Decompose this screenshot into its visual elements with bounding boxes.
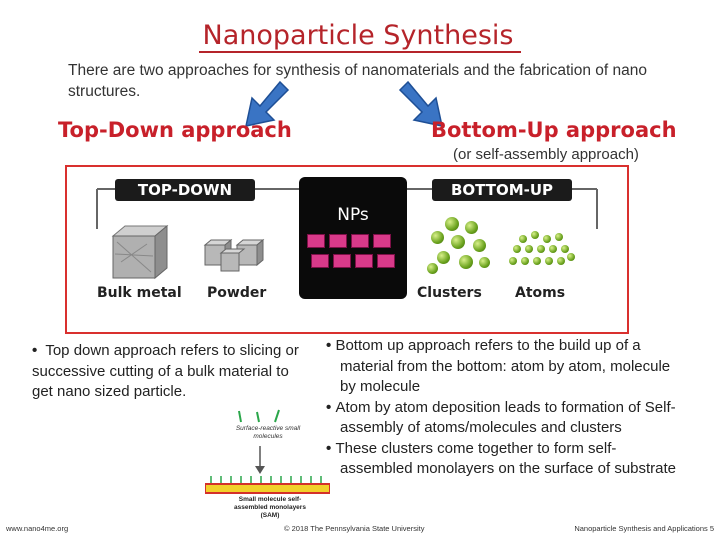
sam-inset: Surface-reactive small molecules Small m… (205, 408, 330, 520)
synthesis-figure: TOP-DOWN BOTTOM-UP NPs (65, 165, 629, 334)
bullet-text: Top down approach refers to slicing or s… (32, 342, 299, 400)
nps-label: NPs (337, 205, 369, 225)
page-title: Nanoparticle Synthesis (0, 20, 720, 53)
bullet-item: • Atom by atom deposition leads to forma… (326, 398, 676, 437)
bottom-up-bar: BOTTOM-UP (432, 179, 572, 201)
np-cube (355, 254, 373, 268)
inset-top-label: Surface-reactive small molecules (235, 425, 301, 440)
sam-layer-icon (205, 446, 330, 494)
intro-text: There are two approaches for synthesis o… (68, 62, 648, 100)
bullet-text: Bottom up approach refers to the build u… (335, 337, 671, 395)
bottom-up-description: • Bottom up approach refers to the build… (326, 336, 686, 480)
np-cube (333, 254, 351, 268)
atoms-label: Atoms (515, 285, 566, 301)
top-down-heading: Top-Down approach (58, 118, 292, 142)
clusters-label: Clusters (417, 285, 482, 301)
np-cube (311, 254, 329, 268)
molecules-icon (238, 409, 280, 423)
bottom-up-subheading: (or self-assembly approach) (453, 146, 639, 163)
arrow-down-left-icon (245, 80, 290, 127)
np-cube (351, 234, 369, 248)
inset-bottom-label: Small molecule self-assembled monolayers… (234, 496, 306, 519)
powder-label: Powder (207, 285, 267, 301)
bullet-item: • Bottom up approach refers to the build… (326, 337, 671, 395)
nps-box: NPs (299, 177, 407, 299)
bullet-text: These clusters come together to form sel… (335, 439, 677, 478)
atoms-icon (509, 231, 579, 271)
bulk-metal-label: Bulk metal (97, 285, 182, 301)
powder-icon (203, 238, 265, 272)
clusters-icon (427, 215, 507, 280)
bottom-up-heading: Bottom-Up approach (431, 118, 677, 142)
title-text: Nanoparticle Synthesis (198, 20, 522, 53)
top-down-bar: TOP-DOWN (115, 179, 255, 201)
arrow-down-right-icon (398, 80, 443, 127)
bullet-item: • These clusters come together to form s… (326, 439, 677, 478)
top-down-description: • Top down approach refers to slicing or… (32, 342, 299, 400)
footer-copyright: © 2018 The Pennsylvania State University (284, 524, 425, 533)
bulk-metal-icon (111, 224, 169, 280)
np-cube (329, 234, 347, 248)
np-cube (307, 234, 325, 248)
footer-website: www.nano4me.org (6, 524, 69, 533)
np-cube (377, 254, 395, 268)
np-cube (373, 234, 391, 248)
bullet-text: Atom by atom deposition leads to formati… (335, 398, 676, 437)
footer-slide-title: Nanoparticle Synthesis and Applications … (574, 524, 714, 533)
